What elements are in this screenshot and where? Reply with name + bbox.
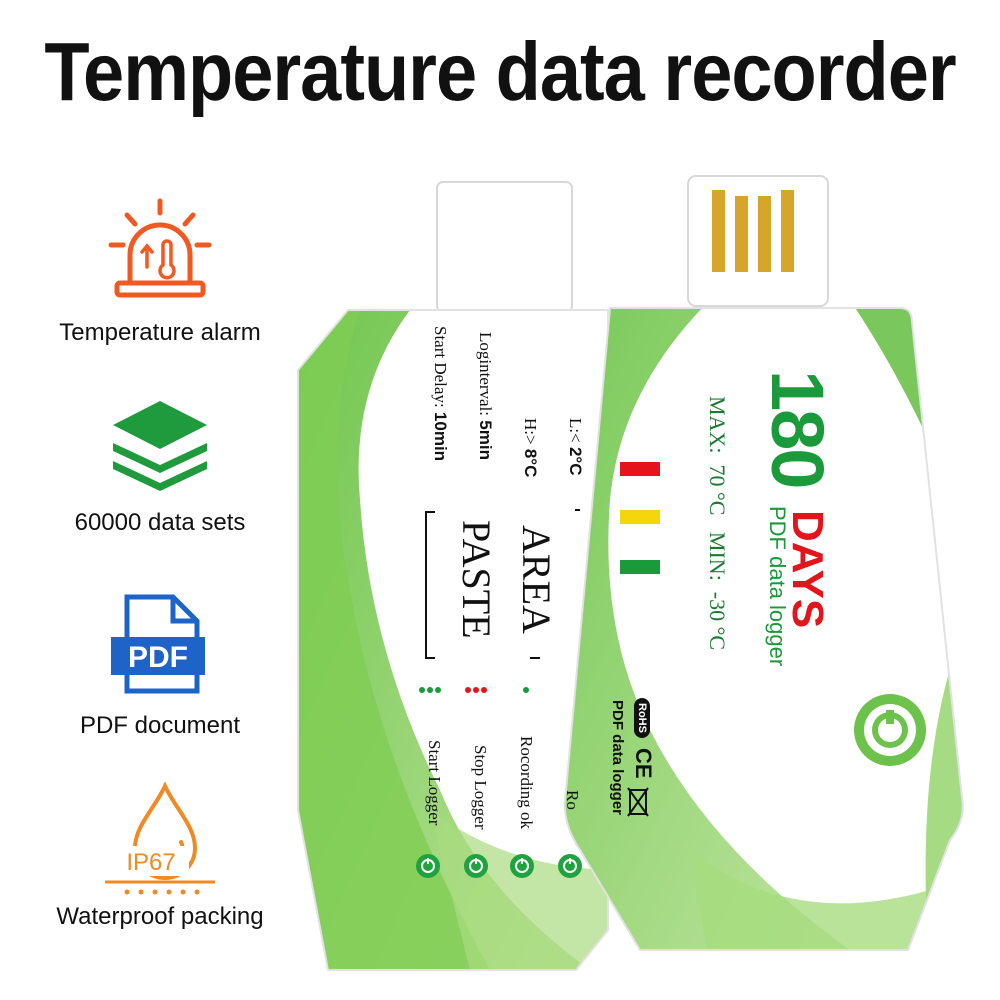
log-interval-value: 5min bbox=[476, 420, 495, 460]
usb-contacts bbox=[712, 190, 794, 272]
layers-icon bbox=[113, 401, 207, 491]
waterproof-drop-icon: IP67 bbox=[105, 782, 215, 895]
rohs-badge: RoHS bbox=[634, 698, 650, 738]
feature-label: 60000 data sets bbox=[74, 509, 246, 536]
start-delay-label: Start Delay: bbox=[431, 326, 450, 408]
back-led-dots bbox=[419, 687, 529, 693]
power-button-icon bbox=[854, 694, 926, 766]
compliance-marks bbox=[627, 787, 649, 817]
log-interval-label: Loginterval: bbox=[476, 332, 495, 417]
ce-mark: CE bbox=[631, 748, 656, 779]
high-threshold-value: 8°C bbox=[521, 448, 540, 478]
legend-partial: Ro bbox=[563, 790, 582, 810]
feature-waterproof: IP67 Waterproof packing bbox=[20, 782, 300, 931]
feature-label: PDF document bbox=[79, 712, 241, 739]
back-power-buttons bbox=[416, 854, 582, 878]
pdf-icon-text: PDF bbox=[128, 641, 188, 674]
high-threshold-label: H:> bbox=[521, 418, 540, 445]
days-number: 180 bbox=[756, 370, 839, 488]
front-logger-body bbox=[564, 308, 963, 950]
logger-subtitle: PDF data logger bbox=[765, 506, 790, 667]
led-green bbox=[620, 560, 660, 574]
feature-temperature-alarm: Temperature alarm bbox=[20, 195, 300, 347]
legend-stop-logger: Stop Logger bbox=[471, 745, 490, 830]
feature-data-sets: 60000 data sets bbox=[20, 395, 300, 537]
start-delay-value: 10min bbox=[431, 411, 450, 462]
feature-label: Waterproof packing bbox=[56, 903, 264, 930]
low-threshold-label: L:< bbox=[566, 418, 585, 443]
feature-pdf-document: PDF PDF document bbox=[20, 593, 300, 740]
page-title: Temperature data recorder bbox=[44, 25, 956, 119]
paste-label: PASTE bbox=[454, 520, 499, 639]
back-logger-body bbox=[298, 310, 608, 970]
devices-graphic bbox=[297, 175, 964, 971]
usb-cap bbox=[436, 181, 573, 313]
legend-recording-ok: Rocording ok bbox=[517, 736, 536, 830]
low-threshold-value: 2°C bbox=[566, 446, 585, 476]
low-threshold-row: L:< 2°C bbox=[565, 418, 585, 475]
legend-start-logger: Start Logger bbox=[425, 740, 444, 826]
ip67-icon-text: IP67 bbox=[126, 849, 175, 876]
brand-text: PDF data logger bbox=[609, 700, 626, 816]
feature-label: Temperature alarm bbox=[59, 319, 261, 346]
log-interval-row: Loginterval: 5min bbox=[475, 332, 495, 460]
temperature-range: MAX: 70 °C MIN: -30 °C bbox=[705, 396, 730, 651]
high-threshold-row: H:> 8°C bbox=[520, 418, 540, 477]
device-illustration: Start Delay: 10min Loginterval: 5min H:>… bbox=[290, 170, 990, 990]
pdf-document-icon: PDF bbox=[111, 594, 205, 694]
start-delay-row: Start Delay: 10min bbox=[430, 326, 450, 461]
led-yellow bbox=[620, 510, 660, 524]
led-red bbox=[620, 462, 660, 476]
temperature-alarm-icon bbox=[108, 198, 212, 298]
area-label: AREA bbox=[514, 525, 559, 634]
